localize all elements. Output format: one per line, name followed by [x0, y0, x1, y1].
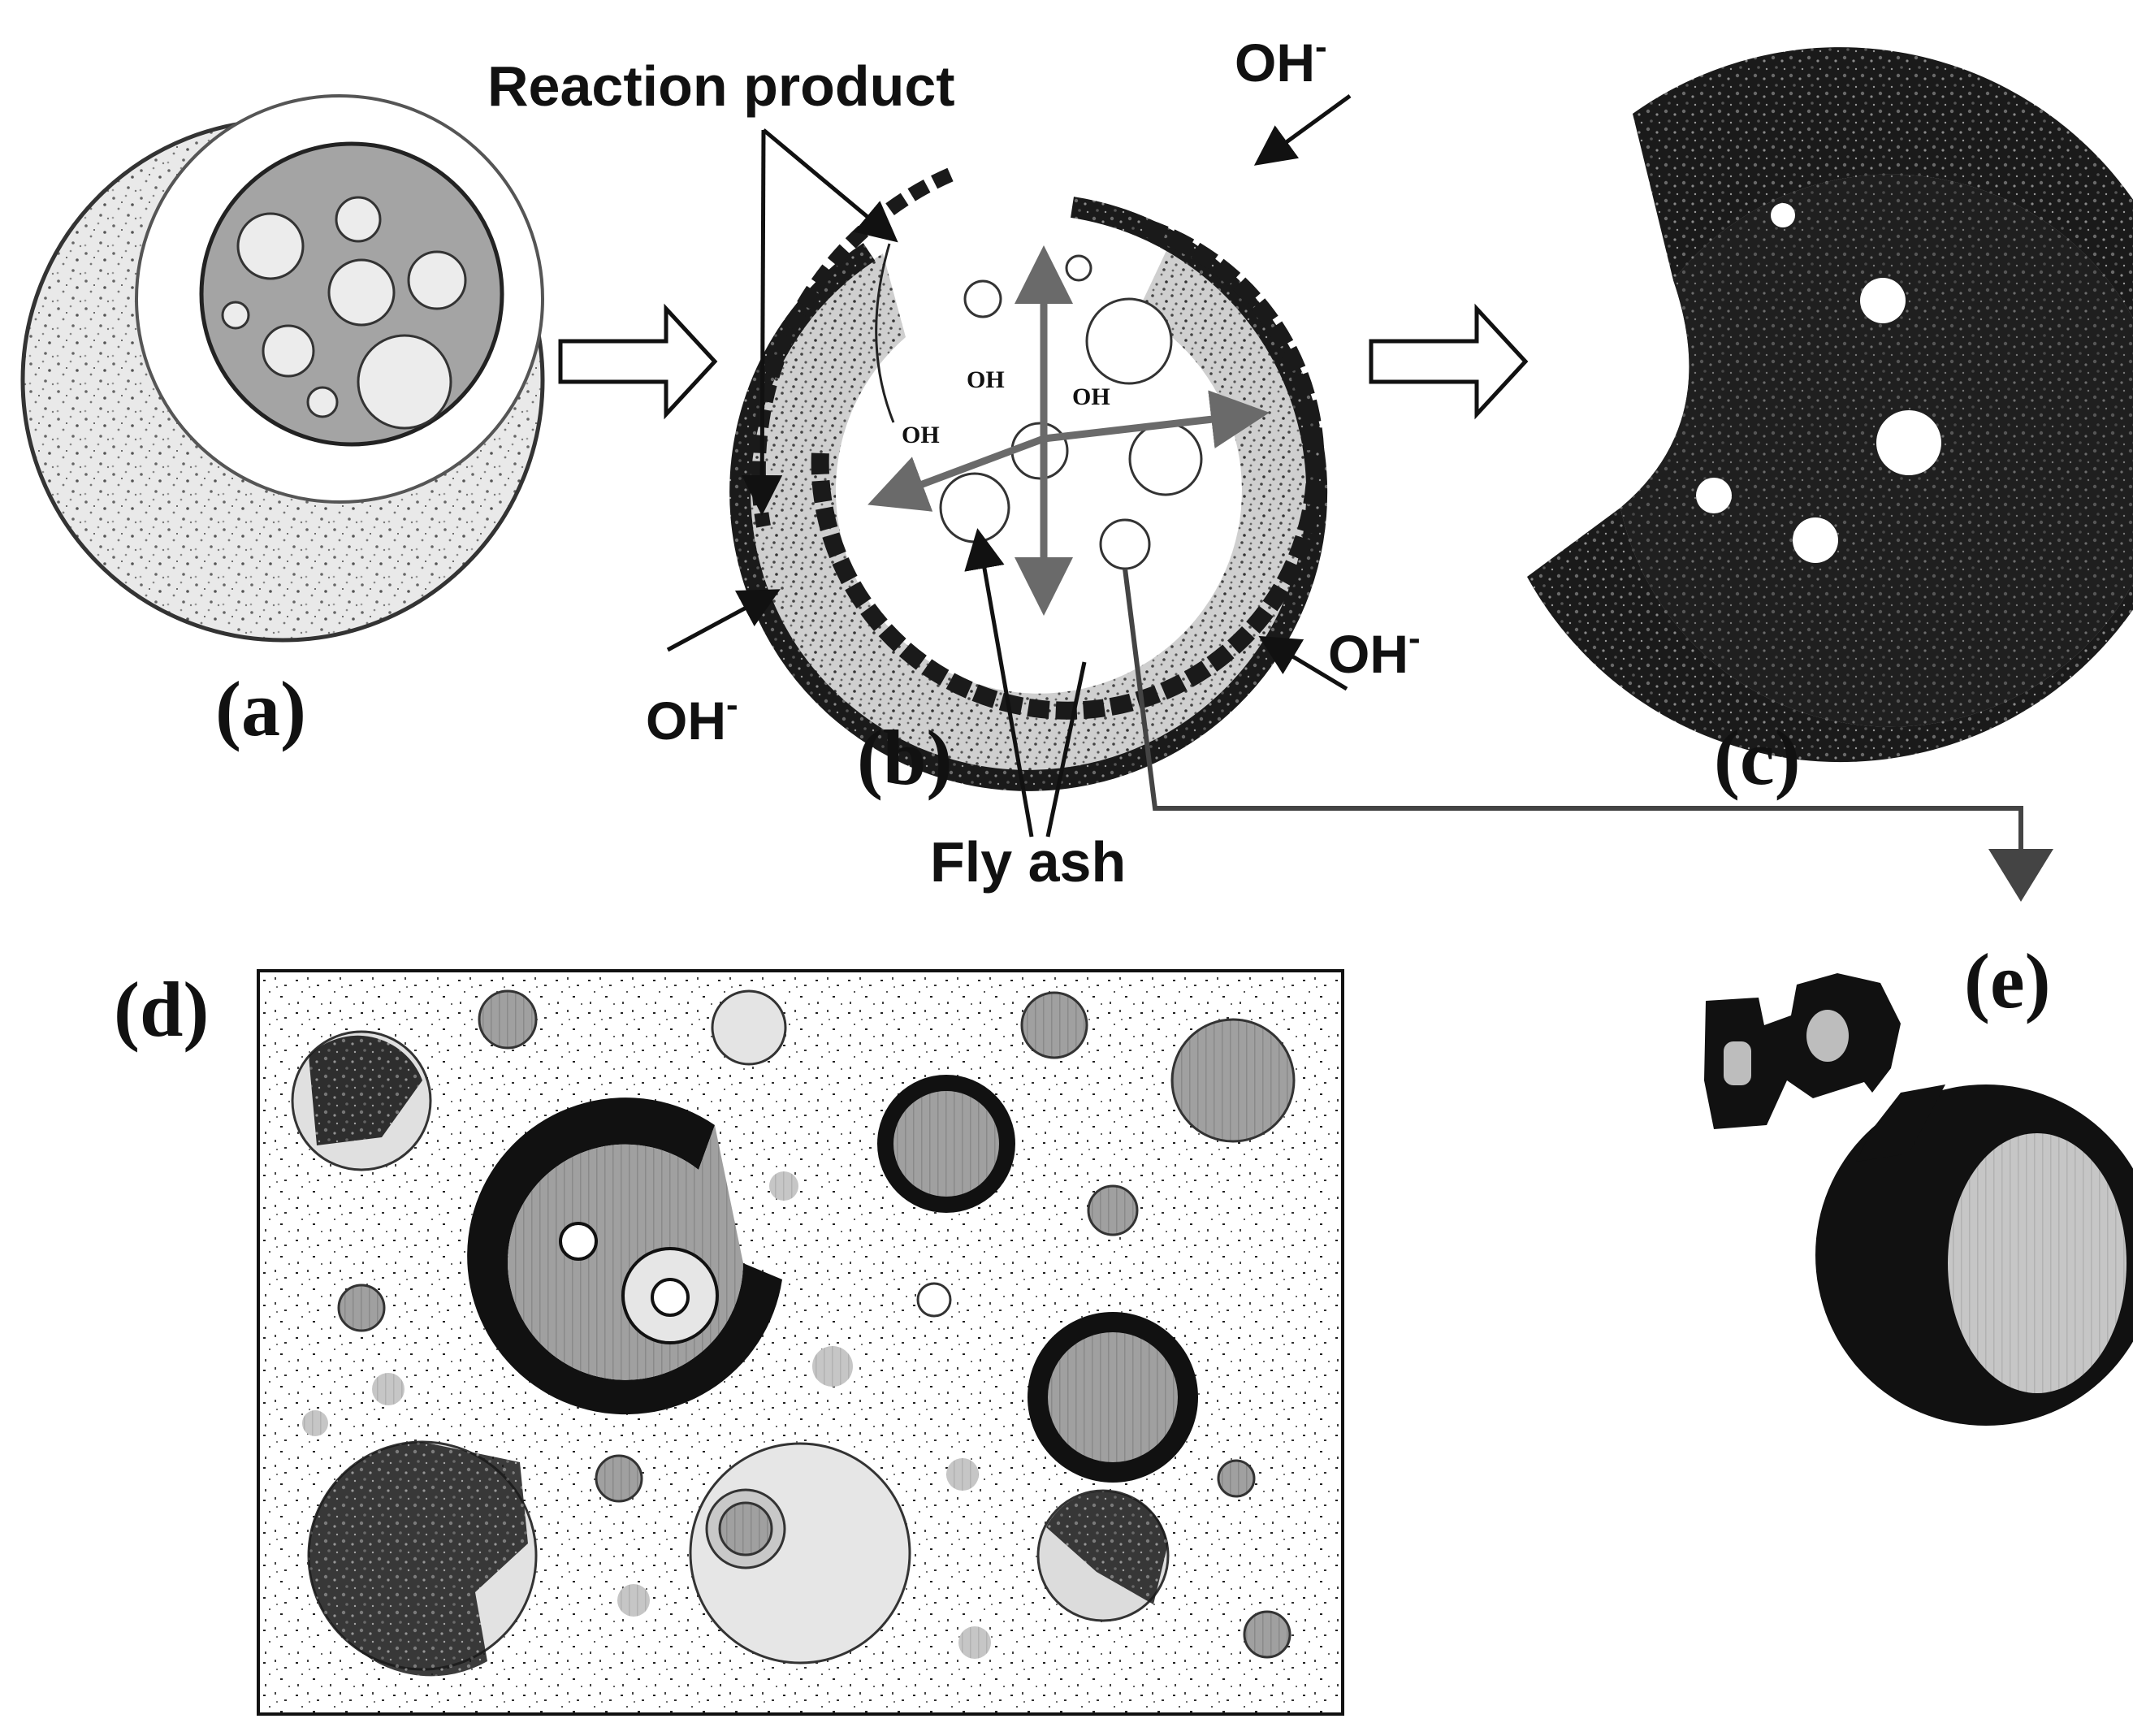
external-oh-labels: OH- OH- OH-	[646, 27, 1421, 751]
particle-b-gel	[746, 244, 1323, 787]
oh-left-arrow	[666, 589, 781, 652]
fly-ash-leaders	[964, 528, 1087, 838]
particle-e-small-cluster	[1704, 973, 1901, 1129]
panel-letters: (a) (b) (c) (d) (e)	[114, 665, 2051, 1053]
oh-label-top: OH-	[1235, 27, 1327, 93]
particle-e-small-core-2	[1806, 1010, 1849, 1062]
oh-label-right: OH-	[1328, 618, 1421, 684]
svg-text:OH-: OH-	[1328, 618, 1421, 684]
panel-c	[1527, 47, 2133, 763]
inner-oh-label-3: OH	[902, 422, 940, 448]
particle-e-small-core-1	[1724, 1041, 1751, 1085]
particle-c-voids	[1696, 203, 1941, 563]
particle-b-inner-product-ring	[811, 219, 1325, 720]
particle-a-cenospheres	[221, 196, 467, 430]
reaction-product-leader-inner	[762, 128, 898, 243]
particle-c-outer-shell	[1527, 47, 2133, 763]
reaction-product-leader-outer	[742, 129, 783, 516]
particle-b-notch-edge	[875, 243, 895, 423]
svg-text:OH-: OH-	[1235, 27, 1327, 93]
panel-label-c: (c)	[1714, 714, 1801, 801]
particle-e-large-core	[1948, 1133, 2127, 1393]
panel-a	[20, 94, 545, 643]
connector-b-to-e	[1123, 568, 2023, 881]
oh-label-left: OH-	[646, 685, 738, 751]
panel-e	[1704, 973, 2133, 1426]
reaction-product-label: Reaction product	[487, 54, 955, 118]
transition-arrow-a-b	[558, 303, 718, 420]
particle-b-internal-oh-arrows	[867, 245, 1270, 616]
particle-b-cenospheres	[939, 254, 1203, 570]
panel-b: OH OH OH	[729, 167, 1328, 791]
particle-c-core-texture	[1620, 174, 2133, 727]
panel-label-b: (b)	[857, 714, 952, 801]
svg-text:OH-: OH-	[646, 685, 738, 751]
inner-oh-label-2: OH	[1072, 383, 1110, 410]
panel-d-particles	[291, 989, 1296, 1677]
connector-b-to-e-head	[1988, 849, 2053, 902]
fly-ash-label: Fly ash	[930, 830, 1126, 894]
oh-right-arrow	[1258, 635, 1348, 691]
transition-arrow-b-c	[1369, 303, 1529, 420]
inner-oh-label-1: OH	[967, 366, 1005, 393]
panel-label-a: (a)	[215, 665, 306, 752]
panel-label-e: (e)	[1964, 937, 2051, 1024]
oh-top-arrow	[1253, 93, 1352, 166]
panel-label-d: (d)	[114, 966, 209, 1053]
panel-d	[257, 969, 1344, 1716]
particle-b-inner-oh-labels: OH OH OH	[902, 366, 1110, 448]
